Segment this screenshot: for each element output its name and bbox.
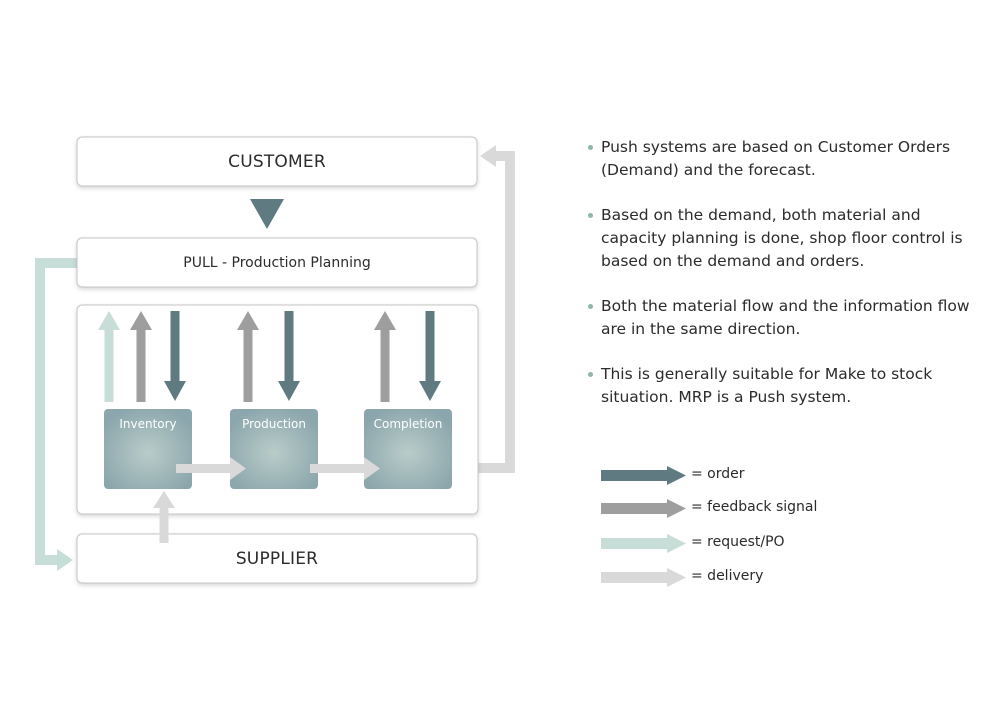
demand-triangle <box>250 199 284 229</box>
delivery-arrow-1-head <box>230 457 246 480</box>
legend-feedback-label: = feedback signal <box>691 499 818 515</box>
production-label: Production <box>242 417 306 431</box>
legend-order-arrow-shaft <box>601 470 669 481</box>
legend-order-arrow-head <box>667 466 686 485</box>
customer-label: CUSTOMER <box>228 151 326 172</box>
legend-delivery-arrow-shaft <box>601 572 669 583</box>
planning-label: PULL - Production Planning <box>183 254 371 271</box>
feedback-arrow-inventory-head <box>130 311 152 330</box>
legend-request-label: = request/PO <box>691 534 785 550</box>
supplier-box <box>76 533 478 584</box>
delivery-arrow-2-shaft <box>310 464 366 473</box>
legend-delivery-arrow-head <box>667 568 686 587</box>
supplier-delivery-arrow-head <box>153 491 175 508</box>
inventory-label: Inventory <box>119 417 177 431</box>
feedback-arrow-production-head <box>237 311 259 330</box>
inventory-box <box>104 409 192 489</box>
supplier-label: SUPPLIER <box>235 548 319 569</box>
legend-request-arrow-shaft <box>601 538 669 549</box>
order-arrow-inventory-shaft <box>170 311 180 383</box>
order-arrow-production-shaft <box>284 311 294 383</box>
delivery-arrow-1-shaft <box>176 464 232 473</box>
delivery-loop-arrowhead <box>480 145 496 167</box>
request-loop-arrow <box>35 258 77 565</box>
order-arrow-inventory-head <box>164 381 186 401</box>
request-loop-arrowhead <box>57 549 73 571</box>
completion-box <box>364 409 452 489</box>
completion-label: Completion <box>373 417 443 431</box>
bullet-list: Push systems are based on Customer Order… <box>588 136 988 431</box>
legend-request-arrow-head <box>667 534 686 553</box>
delivery-arrow-2-head <box>364 457 380 480</box>
feedback-arrow-production-shaft <box>243 328 253 402</box>
production-box <box>230 409 318 489</box>
legend-feedback-arrow-head <box>667 499 686 518</box>
planning-box <box>76 237 478 288</box>
order-arrow-completion-shaft <box>425 311 435 383</box>
bullet-item: Both the material flow and the informati… <box>588 295 988 341</box>
legend-order-label: = order <box>691 466 745 482</box>
request-arrow-shaft <box>104 328 114 402</box>
order-arrow-production-head <box>278 381 300 401</box>
legend-delivery-label: = delivery <box>691 568 764 584</box>
feedback-arrow-completion-shaft <box>380 328 390 402</box>
bullet-item: Based on the demand, both material and c… <box>588 204 988 273</box>
feedback-arrow-completion-head <box>374 311 396 330</box>
order-arrow-completion-head <box>419 381 441 401</box>
request-arrow-head <box>98 311 120 330</box>
feedback-arrow-inventory-shaft <box>136 328 146 402</box>
bullet-item: Push systems are based on Customer Order… <box>588 136 988 182</box>
legend-arrows <box>601 466 686 587</box>
customer-box <box>76 136 478 187</box>
supplier-delivery-arrow-shaft <box>159 505 169 543</box>
legend-feedback-arrow-shaft <box>601 503 669 514</box>
bullet-item: This is generally suitable for Make to s… <box>588 363 988 409</box>
